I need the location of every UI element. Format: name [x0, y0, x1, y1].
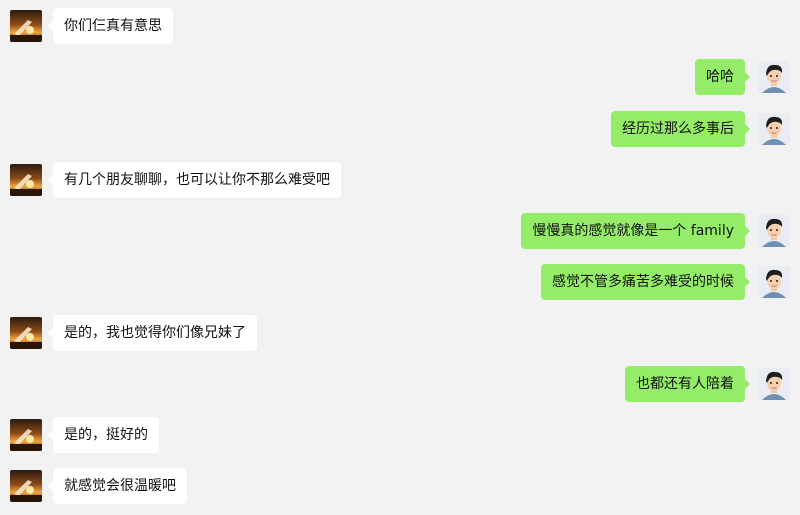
chat-message-outgoing: 慢慢真的感觉就像是一个 family — [0, 211, 800, 251]
chat-message-incoming: 有几个朋友聊聊，也可以让你不那么难受吧 — [0, 160, 800, 200]
message-bubble[interactable]: 你们仨真有意思 — [48, 8, 173, 44]
message-bubble[interactable]: 哈哈 — [695, 59, 750, 95]
chat-message-incoming: 是的，我也觉得你们像兄妹了 — [0, 313, 800, 353]
chat-message-outgoing: 哈哈 — [0, 57, 800, 97]
sunset-avatar-icon[interactable] — [10, 10, 42, 42]
chat-message-outgoing: 也都还有人陪着 — [0, 364, 800, 404]
message-bubble[interactable]: 经历过那么多事后 — [611, 111, 750, 147]
chat-message-outgoing: 经历过那么多事后 — [0, 109, 800, 149]
message-bubble[interactable]: 是的，我也觉得你们像兄妹了 — [48, 315, 257, 351]
message-bubble[interactable]: 就感觉会很温暖吧 — [48, 468, 187, 504]
message-bubble[interactable]: 也都还有人陪着 — [625, 366, 750, 402]
chat-message-outgoing: 感觉不管多痛苦多难受的时候 — [0, 262, 800, 302]
chat-message-incoming: 是的，挺好的 — [0, 415, 800, 455]
message-bubble[interactable]: 慢慢真的感觉就像是一个 family — [521, 213, 750, 249]
chat-message-incoming: 就感觉会很温暖吧 — [0, 466, 800, 506]
chat-message-incoming: 你们仨真有意思 — [0, 6, 800, 46]
cartoon-man-avatar-icon[interactable] — [758, 61, 790, 93]
sunset-avatar-icon[interactable] — [10, 164, 42, 196]
cartoon-man-avatar-icon[interactable] — [758, 368, 790, 400]
message-bubble[interactable]: 有几个朋友聊聊，也可以让你不那么难受吧 — [48, 162, 341, 198]
message-bubble[interactable]: 感觉不管多痛苦多难受的时候 — [541, 264, 750, 300]
message-bubble[interactable]: 是的，挺好的 — [48, 417, 159, 453]
sunset-avatar-icon[interactable] — [10, 470, 42, 502]
sunset-avatar-icon[interactable] — [10, 317, 42, 349]
cartoon-man-avatar-icon[interactable] — [758, 113, 790, 145]
cartoon-man-avatar-icon[interactable] — [758, 266, 790, 298]
cartoon-man-avatar-icon[interactable] — [758, 215, 790, 247]
sunset-avatar-icon[interactable] — [10, 419, 42, 451]
